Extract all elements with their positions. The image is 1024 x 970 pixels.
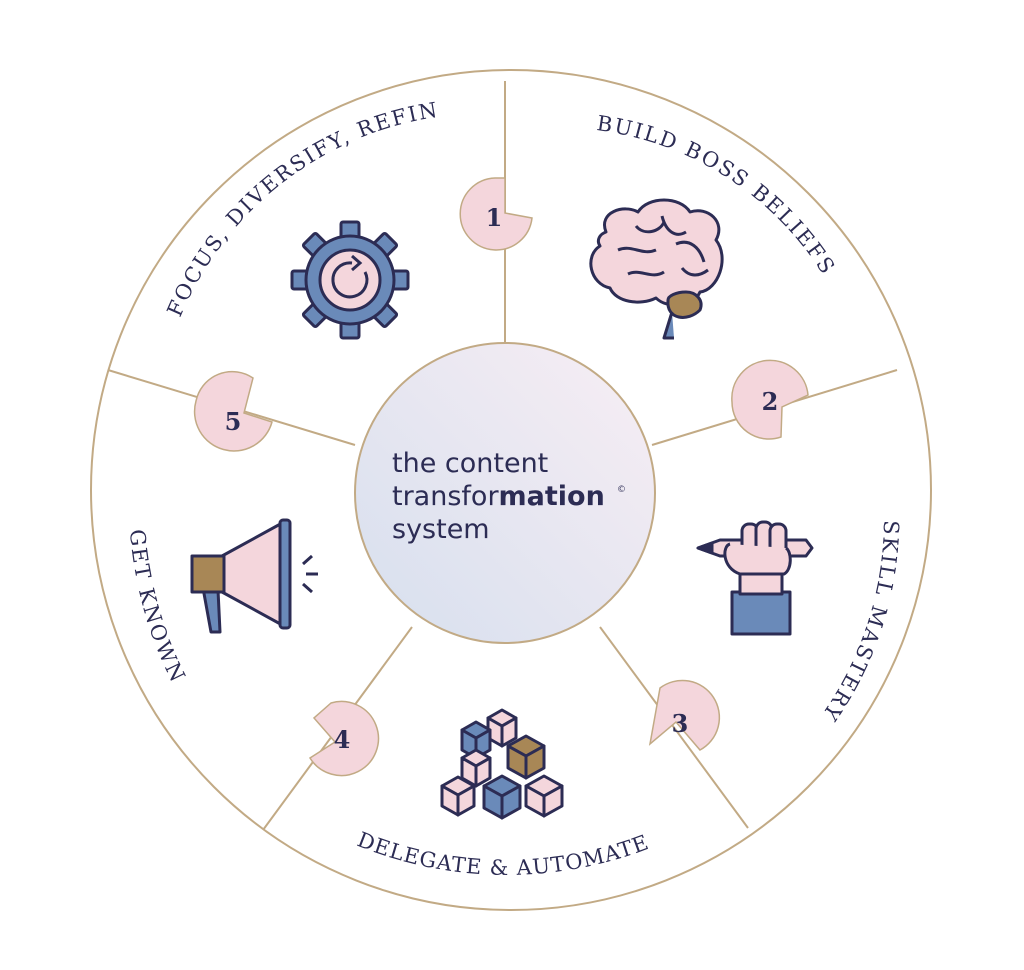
center-title-for: for <box>461 481 499 512</box>
copyright-mark: © <box>617 485 626 495</box>
center-title-line-2: transformation <box>392 481 605 512</box>
megaphone-icon <box>190 518 318 634</box>
brain-icon <box>589 198 724 340</box>
center-title-mation: mation <box>499 481 605 512</box>
step-badge-4[interactable]: 4 <box>308 700 380 777</box>
center-title-trans: trans <box>392 481 461 512</box>
step-number-2: 2 <box>762 387 779 416</box>
blocks-icon <box>440 708 564 820</box>
hand-pencil-icon <box>696 520 814 636</box>
center-title: the content transformation © system <box>392 448 626 545</box>
gear-refresh-icon <box>290 220 410 340</box>
center-circle <box>354 342 656 644</box>
step-badge-1[interactable]: 1 <box>459 177 533 251</box>
step-number-3: 3 <box>672 709 689 738</box>
step-number-1: 1 <box>486 203 503 232</box>
step-badge-2[interactable]: 2 <box>731 359 809 440</box>
step-number-4: 4 <box>334 725 351 754</box>
step-badge-3[interactable]: 3 <box>648 679 721 751</box>
step-badge-5[interactable]: 5 <box>193 370 273 452</box>
center-title-line-3: system <box>392 514 490 545</box>
center-title-line-1: the content <box>392 448 548 479</box>
step-number-5: 5 <box>225 407 242 436</box>
